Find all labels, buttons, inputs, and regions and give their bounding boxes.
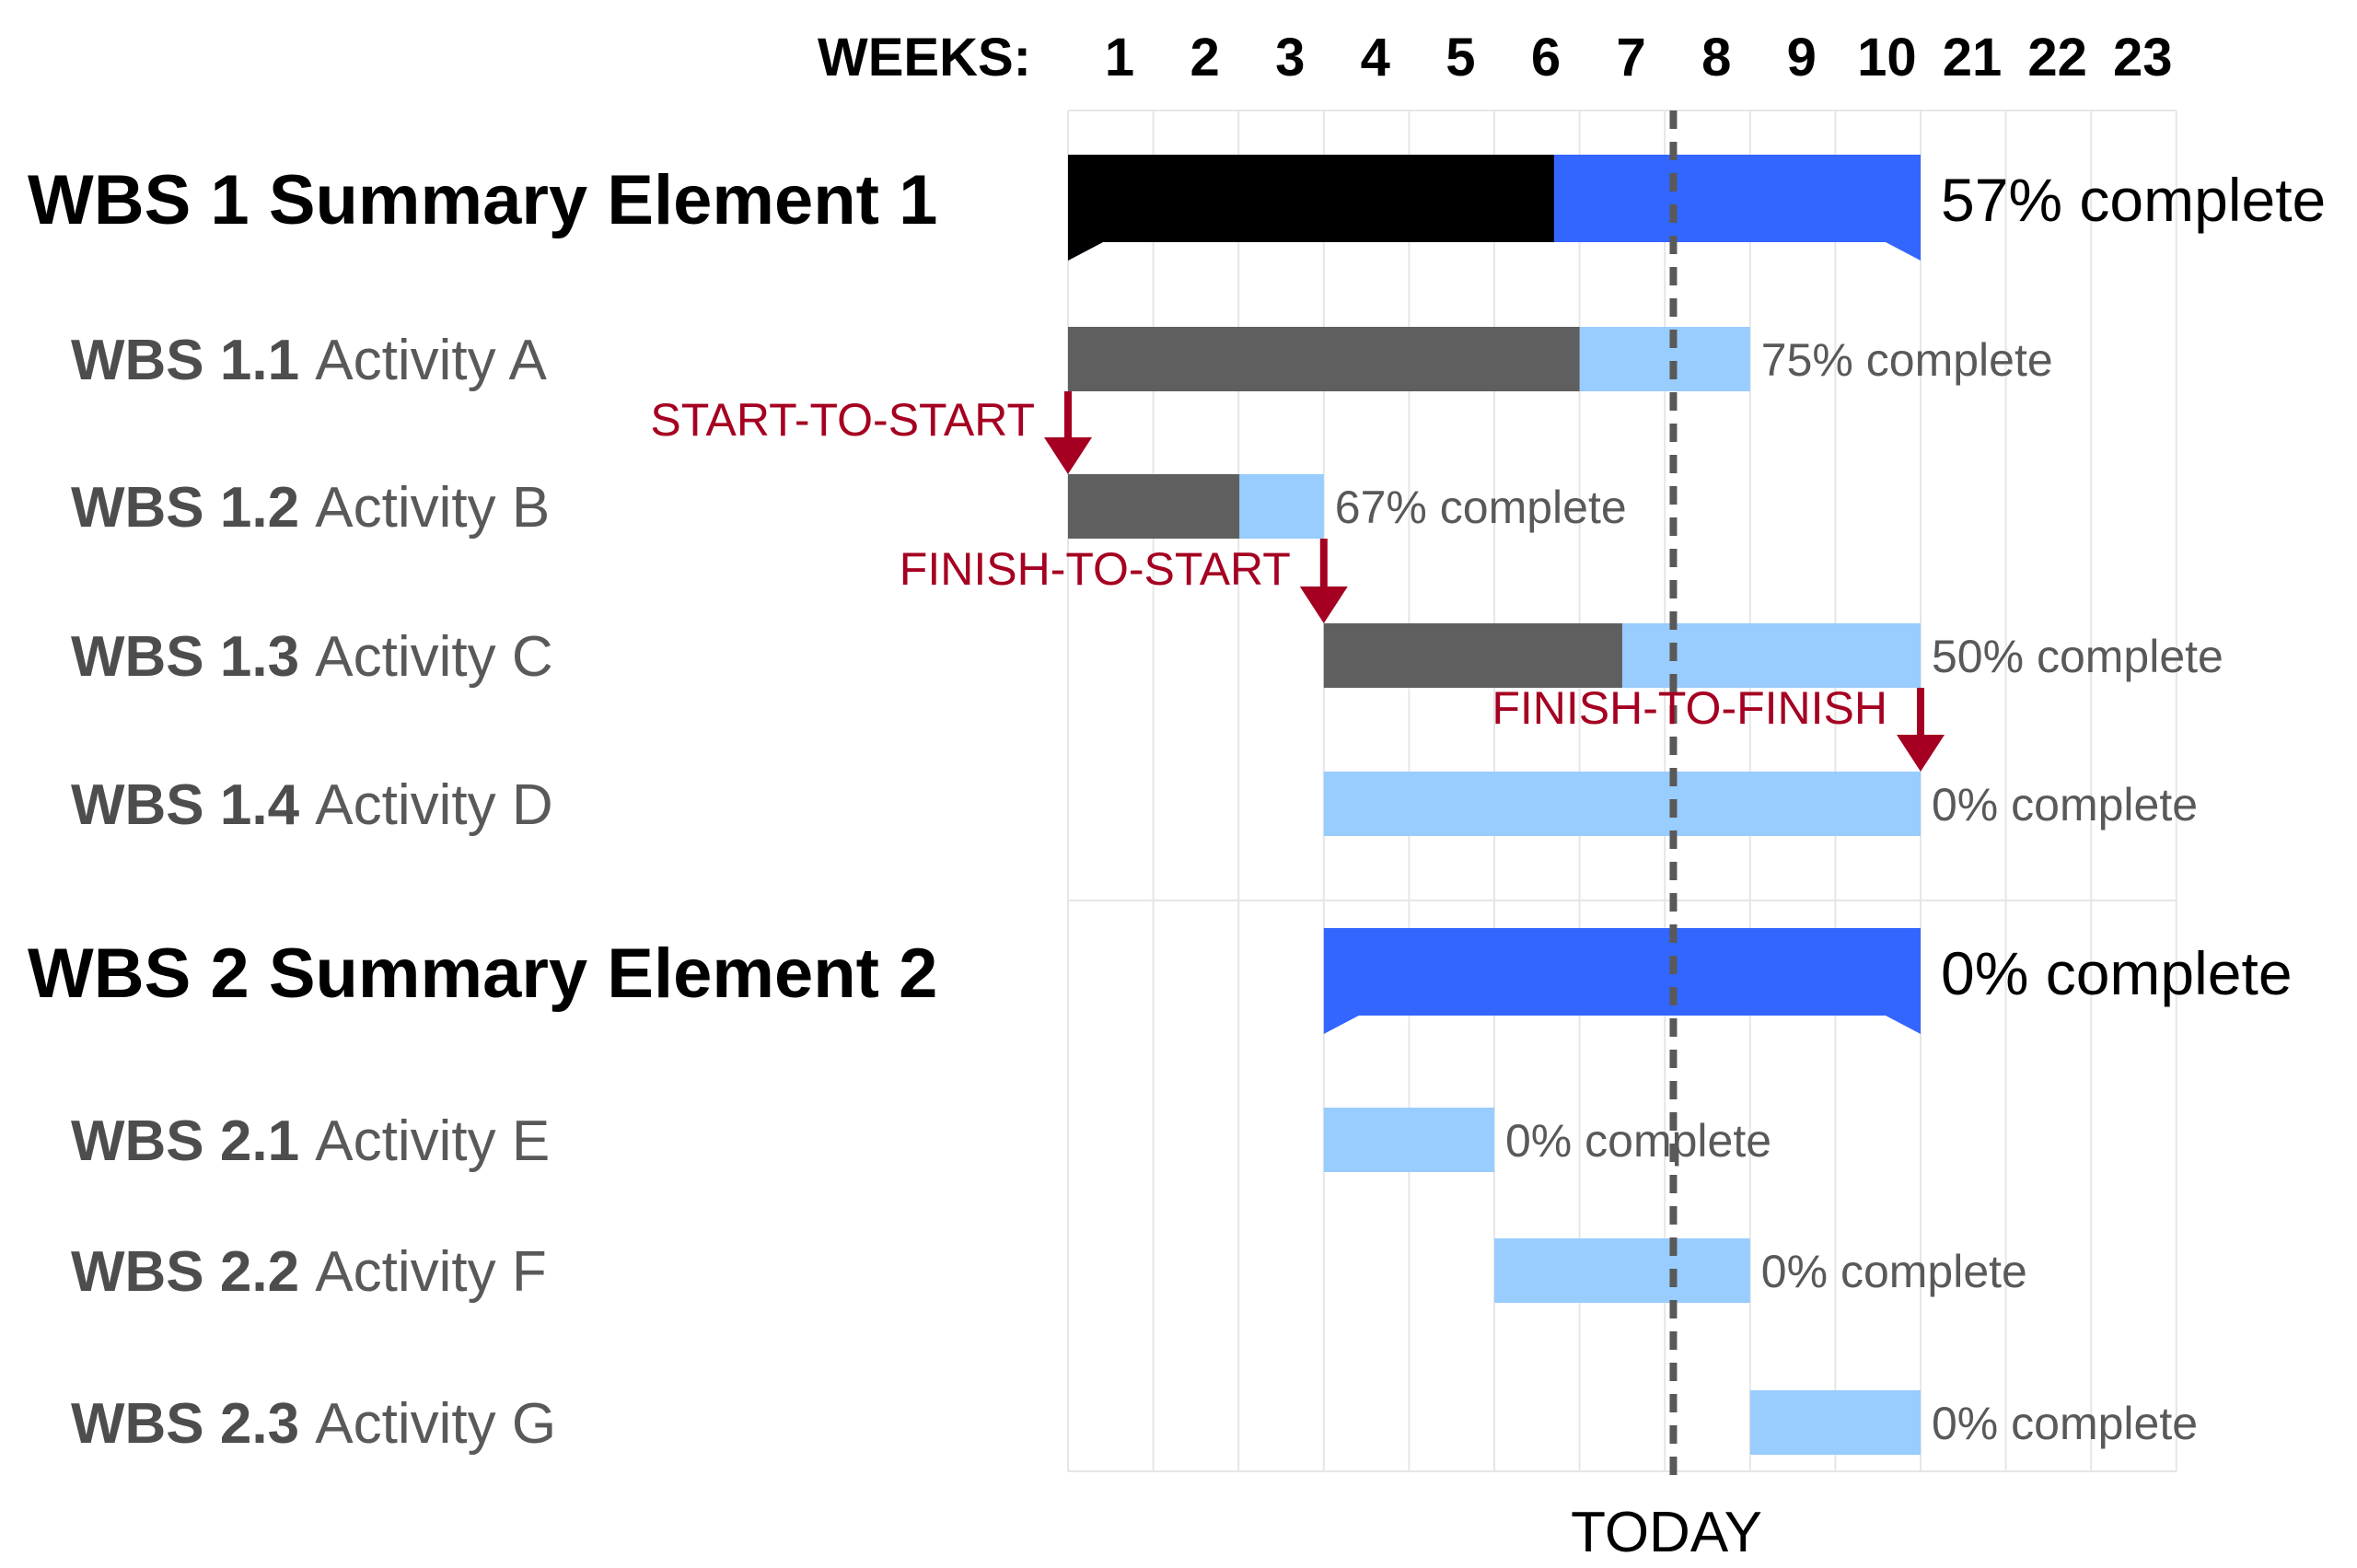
today-marker: TODAY <box>1571 110 1762 1564</box>
dependency-label: FINISH-TO-START <box>900 543 1291 595</box>
status-label: 0% complete <box>1505 1115 1771 1167</box>
status-label: 50% complete <box>1932 631 2223 682</box>
wbs-code: WBS 1.1 <box>71 329 315 392</box>
wbs-code: WBS 1 <box>28 161 269 239</box>
dependency-label: FINISH-TO-FINISH <box>1492 682 1887 734</box>
activity-label: WBS 2.3 Activity G <box>71 1392 556 1456</box>
dependency-arrows: START-TO-START FINISH-TO-START FINISH-TO-F… <box>650 391 1945 772</box>
week-tick-label: 3 <box>1275 28 1305 87</box>
summary-label: WBS 2 Summary Element 2 <box>28 935 937 1013</box>
wbs-name: Summary Element 1 <box>269 161 938 239</box>
status-label: 0% complete <box>1932 779 2198 830</box>
activity-bar-remaining <box>1494 1238 1750 1303</box>
activity-label: WBS 1.4 Activity D <box>71 773 553 837</box>
week-tick-label: 1 <box>1105 28 1134 87</box>
wbs-name: Activity E <box>315 1109 550 1173</box>
today-label: TODAY <box>1571 1501 1762 1564</box>
summary-label: WBS 1 Summary Element 1 <box>28 161 937 239</box>
activity-label: WBS 1.1 Activity A <box>71 329 547 392</box>
wbs-code: WBS 1.3 <box>71 625 315 689</box>
weeks-label: WEEKS: <box>818 28 1031 87</box>
week-tick-label: 8 <box>1701 28 1731 87</box>
wbs-code: WBS 2.1 <box>71 1109 315 1173</box>
wbs-code: WBS 2.2 <box>71 1240 315 1304</box>
week-tick-label: 10 <box>1857 28 1917 87</box>
summary-bar-done <box>1068 155 1554 261</box>
activity-label: WBS 1.3 Activity C <box>71 625 553 689</box>
activity-bar-remaining <box>1323 1108 1494 1172</box>
status-label: 75% complete <box>1761 334 2053 386</box>
dependency-arrow-head <box>1897 735 1945 772</box>
status-labels: 57% complete 75% complete 67% complete 50% … <box>1335 166 2326 1449</box>
wbs-labels: WBS 1 Summary Element 1 WBS 1.1 Activity … <box>28 161 937 1456</box>
status-label: 67% complete <box>1335 482 1627 533</box>
wbs-code: WBS 2.3 <box>71 1392 315 1456</box>
week-tick-label: 21 <box>1943 28 2003 87</box>
activity-label: WBS 1.2 Activity B <box>71 476 550 540</box>
week-tick-label: 22 <box>2027 28 2087 87</box>
week-tick-label: 6 <box>1531 28 1561 87</box>
status-label: 57% complete <box>1941 166 2326 234</box>
summary-bar-remaining <box>1323 928 1921 1034</box>
week-tick-label: 23 <box>2113 28 2173 87</box>
wbs-name: Summary Element 2 <box>269 935 938 1013</box>
dependency-arrow-head <box>1044 437 1092 474</box>
status-label: 0% complete <box>1761 1246 2027 1297</box>
activity-bar-done <box>1068 327 1580 391</box>
wbs-name: Activity F <box>315 1240 546 1304</box>
week-tick-label: 4 <box>1361 28 1390 87</box>
activity-bar-done <box>1323 623 1622 688</box>
wbs-code: WBS 1.4 <box>71 773 315 837</box>
week-tick-label: 7 <box>1616 28 1645 87</box>
activity-bar-done <box>1068 474 1240 539</box>
dependency-label: START-TO-START <box>650 394 1035 446</box>
gantt-bars <box>1068 155 1921 1455</box>
week-tick-label: 5 <box>1446 28 1475 87</box>
status-label: 0% complete <box>1941 939 2293 1007</box>
activity-label: WBS 2.2 Activity F <box>71 1240 547 1304</box>
wbs-name: Activity A <box>315 329 547 392</box>
week-tick-label: 2 <box>1190 28 1219 87</box>
activity-label: WBS 2.1 Activity E <box>71 1109 550 1173</box>
wbs-name: Activity C <box>315 625 552 689</box>
wbs-code: WBS 2 <box>28 935 269 1013</box>
activity-bar-remaining <box>1749 1390 1921 1455</box>
wbs-name: Activity G <box>315 1392 556 1456</box>
activity-bar-remaining <box>1323 772 1921 836</box>
week-tick-label: 9 <box>1787 28 1817 87</box>
wbs-name: Activity D <box>315 773 552 837</box>
status-label: 0% complete <box>1932 1398 2198 1449</box>
wbs-name: Activity B <box>315 476 550 540</box>
wbs-code: WBS 1.2 <box>71 476 315 540</box>
dependency-arrow-head <box>1299 587 1348 623</box>
